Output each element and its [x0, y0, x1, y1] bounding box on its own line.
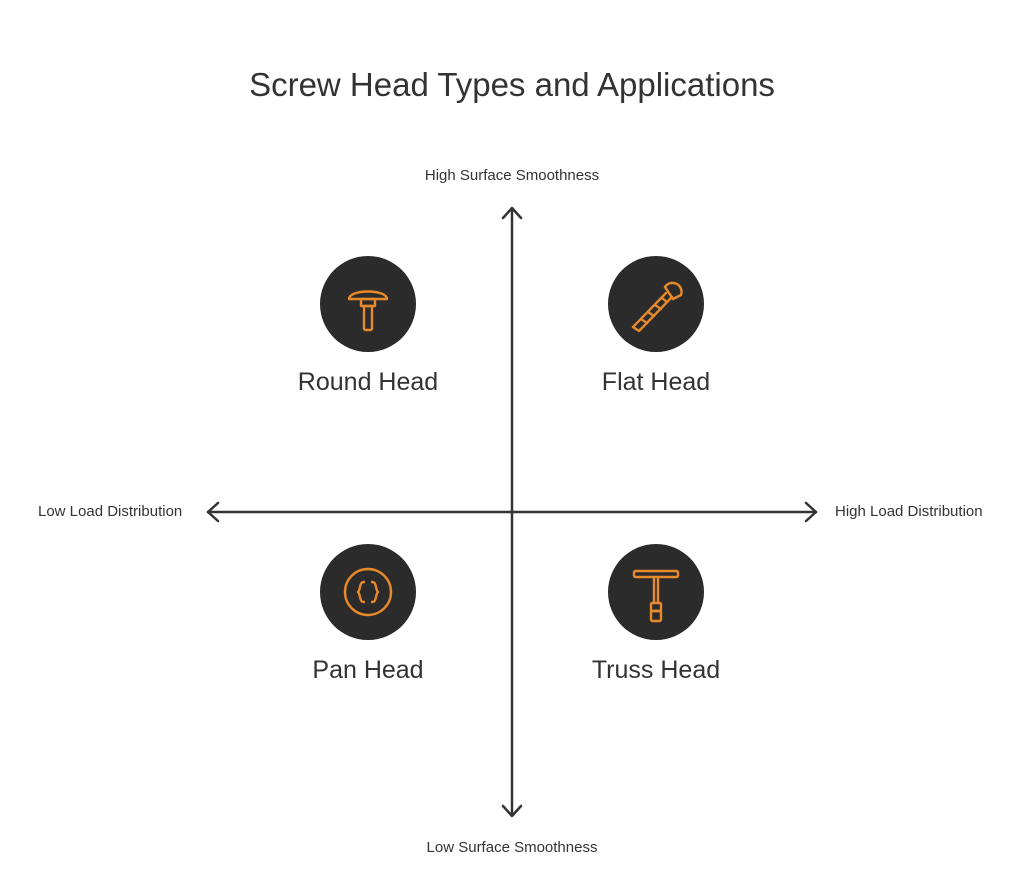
arrow-up-icon [501, 206, 523, 220]
round-head-screw-icon [347, 290, 389, 332]
arrow-down-icon [501, 804, 523, 818]
quadrant-label: Flat Head [601, 368, 711, 396]
axis-label-bottom: Low Surface Smoothness [426, 839, 598, 856]
flat-head-badge [608, 256, 704, 352]
pan-head-badge [320, 544, 416, 640]
quadrant-flat-head: Flat Head [536, 256, 776, 397]
arrow-left-icon [206, 501, 220, 523]
quadrant-round-head: Round Head [248, 256, 488, 397]
quadrant-truss-head: Truss Head [536, 544, 776, 685]
flat-head-screw-icon [631, 281, 683, 333]
truss-head-screw-icon [632, 569, 680, 623]
pan-head-screw-icon [343, 567, 393, 617]
page-title: Screw Head Types and Applications [249, 66, 775, 103]
axis-label-left: Low Load Distribution [38, 503, 183, 520]
quadrant-label: Round Head [297, 368, 439, 396]
quadrant-label: Pan Head [312, 656, 424, 684]
quadrant-label: Truss Head [591, 656, 721, 684]
round-head-badge [320, 256, 416, 352]
arrow-right-icon [804, 501, 818, 523]
quadrant-pan-head: Pan Head [248, 544, 488, 685]
truss-head-badge [608, 544, 704, 640]
axis-label-right: High Load Distribution [835, 503, 983, 520]
axis-label-top: High Surface Smoothness [424, 167, 600, 184]
